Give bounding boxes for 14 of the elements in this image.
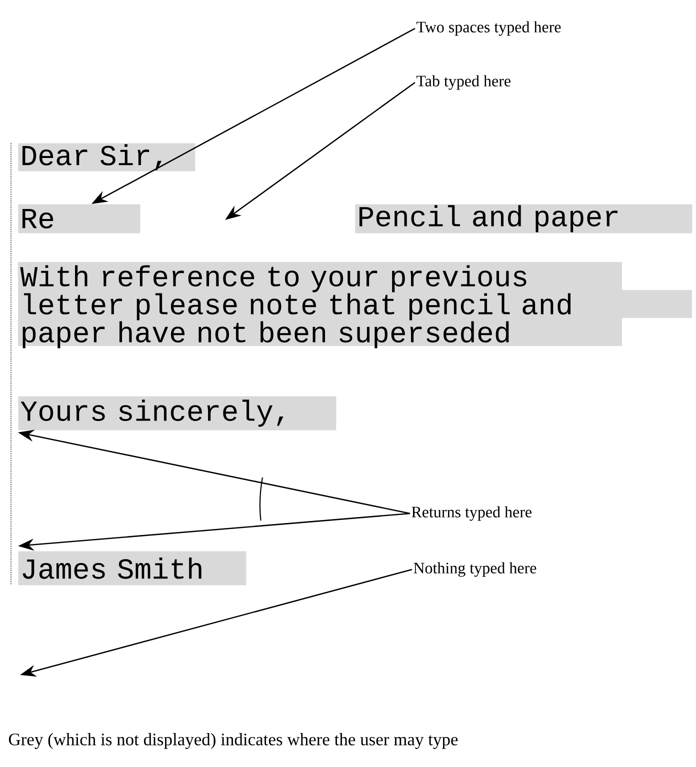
node-label: paper have not been superseded (22, 321, 509, 348)
typing-field: Yours sincerely, (18, 396, 336, 430)
typing-field: James Smith (18, 551, 246, 586)
callout-text: Nothing typed here (414, 562, 536, 577)
typing-field: Dear Sir, (18, 143, 196, 172)
typing-field: With reference to your previous letter please note that pencil and paper have not been superseded (18, 262, 692, 348)
callout-text: Tab typed here (416, 75, 510, 90)
node-label: letter please note that pencil and (24, 293, 571, 320)
callout-text: Two spaces typed here (416, 21, 561, 36)
node-label: With reference to your previous (20, 265, 526, 292)
typing-field: Re (18, 204, 140, 234)
caption: Grey (which is not displayed) indicates where the user may type (8, 733, 458, 749)
callout-text: Returns typed here (412, 506, 532, 521)
typing-field: Pencil and paper (355, 204, 692, 234)
